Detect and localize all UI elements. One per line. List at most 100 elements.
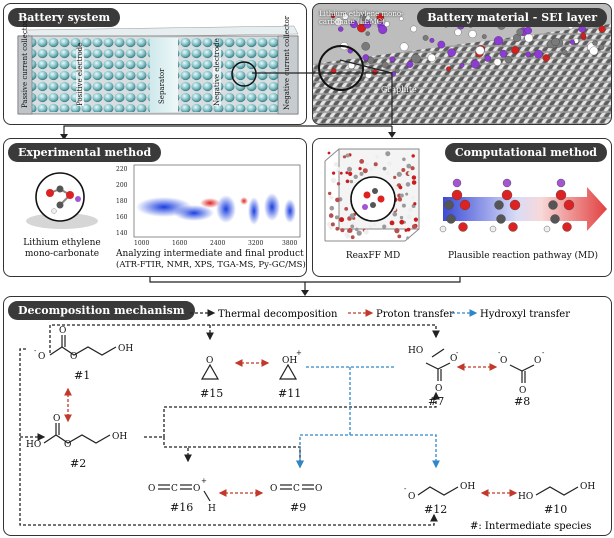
legend-hydroxyl-text: Hydroxyl transfer [480,309,570,320]
md-atom [393,175,397,179]
md-atom [399,193,404,198]
reaxff-box [324,148,420,242]
sei-atom [454,28,462,36]
md-atom [355,227,359,232]
species-9-structure [280,484,314,490]
sei-atom [334,17,343,27]
md-atom [332,171,336,175]
md-atom [335,197,340,203]
atom-8-neg-right: - [542,349,545,357]
md-atom [408,171,413,176]
pathway-atom [446,214,456,224]
sei-atom [437,40,446,49]
md-atom [397,197,403,202]
md-atom [411,175,417,180]
label-negative-collector: Negative current collector [283,15,291,110]
md-atom [365,162,369,166]
pathway-atom [444,200,454,210]
md-atom [359,159,365,164]
md-atom [372,223,376,227]
md-atom [330,222,335,227]
hydroxyl-trunk [296,367,351,469]
species-10-structure [535,486,579,496]
atom-9-c: C [293,484,300,494]
atom-9-o2: O [315,484,322,494]
md-atom [353,174,358,179]
md-atom [408,207,413,213]
sei-atom [484,55,492,62]
pathway-atom [451,189,463,201]
pathway-atom [555,189,567,201]
sei-atom [516,28,524,36]
atom-15-o: O [206,356,213,366]
sei-atom [524,26,532,35]
md-atom [344,232,349,237]
graphite-label: Graphite [381,85,417,94]
atom-2-o-mid: O [64,440,71,450]
atom-1-neg: - [34,347,37,355]
atom-1-o-left: O [38,352,45,362]
species-label-16: #16 [170,501,193,514]
md-atom [345,171,349,175]
pathway-atom [494,200,504,210]
atom-10-ho: HO [518,492,533,502]
md-atom [382,224,387,229]
md-atom [358,167,362,171]
sei-atom [399,42,409,52]
pathway-atom [502,178,512,188]
battery-system-panel: Battery system Passive current collector… [3,3,307,125]
md-atom [406,227,411,232]
sei-atom [589,46,599,56]
atom-7-o-right: O [450,354,457,364]
atom-16-h: H [208,504,216,514]
reaxff-label: ReaxFF MD [345,251,401,261]
pathway-molecule [489,178,521,233]
pathway-atom [459,199,471,211]
sei-atom [383,21,390,27]
battery-material-header: Battery material - SEI layer [417,8,607,27]
atom-12-oh: OH [460,482,475,492]
thermal-outer-loop [19,348,438,526]
md-atom [336,169,339,173]
sei-atom [569,39,575,45]
atom-1-o-mid: O [70,352,77,362]
pathway-atom [452,178,462,188]
md-atom [411,224,417,229]
computational-header: Computational method [444,143,607,162]
battery-system-header: Battery system [8,8,121,27]
md-atom [350,224,355,229]
y-tick-220: 220 [116,166,128,173]
sei-atom [427,53,436,62]
species-label-2: #2 [70,457,86,470]
md-atom [401,183,405,187]
md-atom [356,230,362,236]
pathway-molecule [439,178,471,233]
md-atom [369,167,374,172]
md-atom [339,154,343,158]
pathway-atom [543,225,551,233]
sei-atom [342,13,349,20]
pathway-atom [548,200,558,210]
mechanism-diagram: Thermal decomposition Proton transfer Hy… [19,309,595,532]
md-atom [363,229,369,235]
md-atom [394,228,400,234]
sei-atom [410,25,417,33]
molecule-label-line1: Lithium ethylene [23,238,101,248]
sei-atom [361,42,370,51]
sei-atom [493,36,504,46]
atom-16-plus: + [201,477,207,485]
md-atom [375,154,380,159]
md-atom [328,213,334,218]
sei-atom [330,68,337,75]
thermal-from-2 [144,391,440,438]
hydroxyl-branch [350,434,440,469]
y-tick-200: 200 [116,182,128,189]
md-atom [405,192,409,196]
md-atom [349,213,355,219]
experimental-panel: Experimental method Lithium ethylene mon… [3,138,307,277]
md-atom [345,153,350,158]
analysis-line2: (ATR-FTIR, NMR, XPS, TGA-MS, Py-GC/MS) [116,260,306,270]
sei-atom [504,55,512,64]
reaction-pathway-illustration [439,178,607,233]
atom-7-o-bottom: O [435,384,442,394]
